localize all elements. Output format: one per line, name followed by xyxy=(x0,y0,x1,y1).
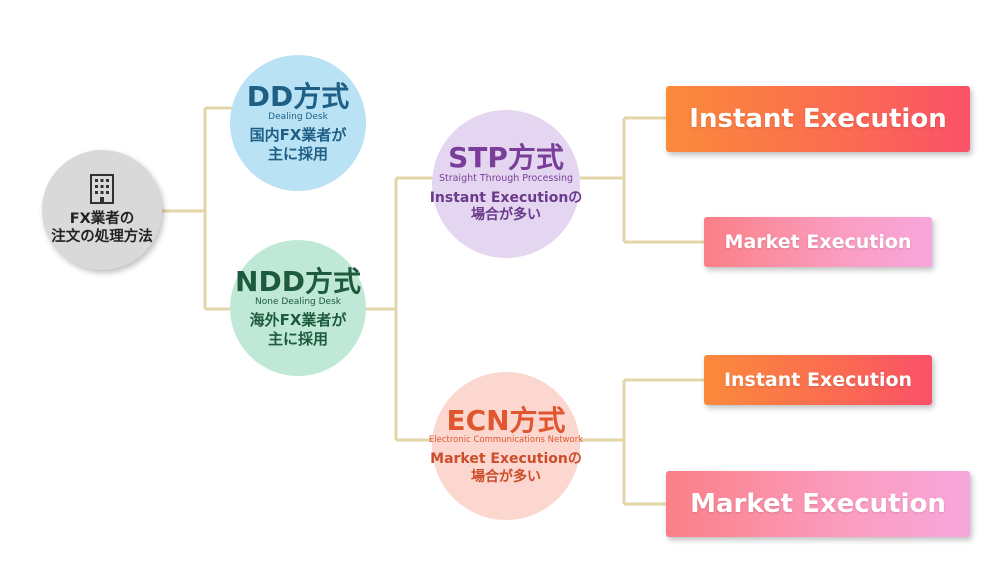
dd-subtitle: Dealing Desk xyxy=(268,111,328,122)
stp-title: STP方式 xyxy=(448,141,564,175)
root-line-1: FX業者の xyxy=(69,210,135,227)
stp-market-execution-box: Market Execution xyxy=(704,217,932,267)
stp-subtitle: Straight Through Processing xyxy=(438,172,574,184)
dd-desc-2: 主に採用 xyxy=(267,145,328,164)
root-line-2: 注文の処理方法 xyxy=(51,229,153,245)
ndd-desc-2: 主に採用 xyxy=(267,330,328,349)
stp-desc-2: 場合が多い xyxy=(471,207,541,224)
dd-node: DD方式 Dealing Desk 国内FX業者が 主に採用 xyxy=(230,55,366,191)
stp-desc-1: Instant Executionの xyxy=(429,189,583,206)
ecn-title: ECN方式 xyxy=(446,403,566,437)
building-icon xyxy=(90,173,114,204)
ecn-node: ECN方式 Electronic Communications Network … xyxy=(428,372,584,520)
ecn-subtitle: Electronic Communications Network xyxy=(428,435,584,446)
ndd-node: NDD方式 None Dealing Desk 海外FX業者が 主に採用 xyxy=(230,240,366,376)
dd-desc-1: 国内FX業者が xyxy=(249,126,347,145)
stp-instant-execution-box: Instant Execution xyxy=(666,86,970,152)
ndd-title: NDD方式 xyxy=(235,265,361,299)
ecn-instant-execution-box: Instant Execution xyxy=(704,355,932,405)
ecn-desc-1: Market Executionの xyxy=(430,451,582,468)
dd-title: DD方式 xyxy=(246,80,350,114)
ndd-desc-1: 海外FX業者が xyxy=(249,311,347,330)
ndd-subtitle: None Dealing Desk xyxy=(255,296,341,307)
stp-node: STP方式 Straight Through Processing Instan… xyxy=(429,110,583,258)
ecn-market-execution-box: Market Execution xyxy=(666,471,970,537)
ecn-desc-2: 場合が多い xyxy=(471,468,541,485)
root-node: FX業者の 注文の処理方法 xyxy=(42,150,162,270)
